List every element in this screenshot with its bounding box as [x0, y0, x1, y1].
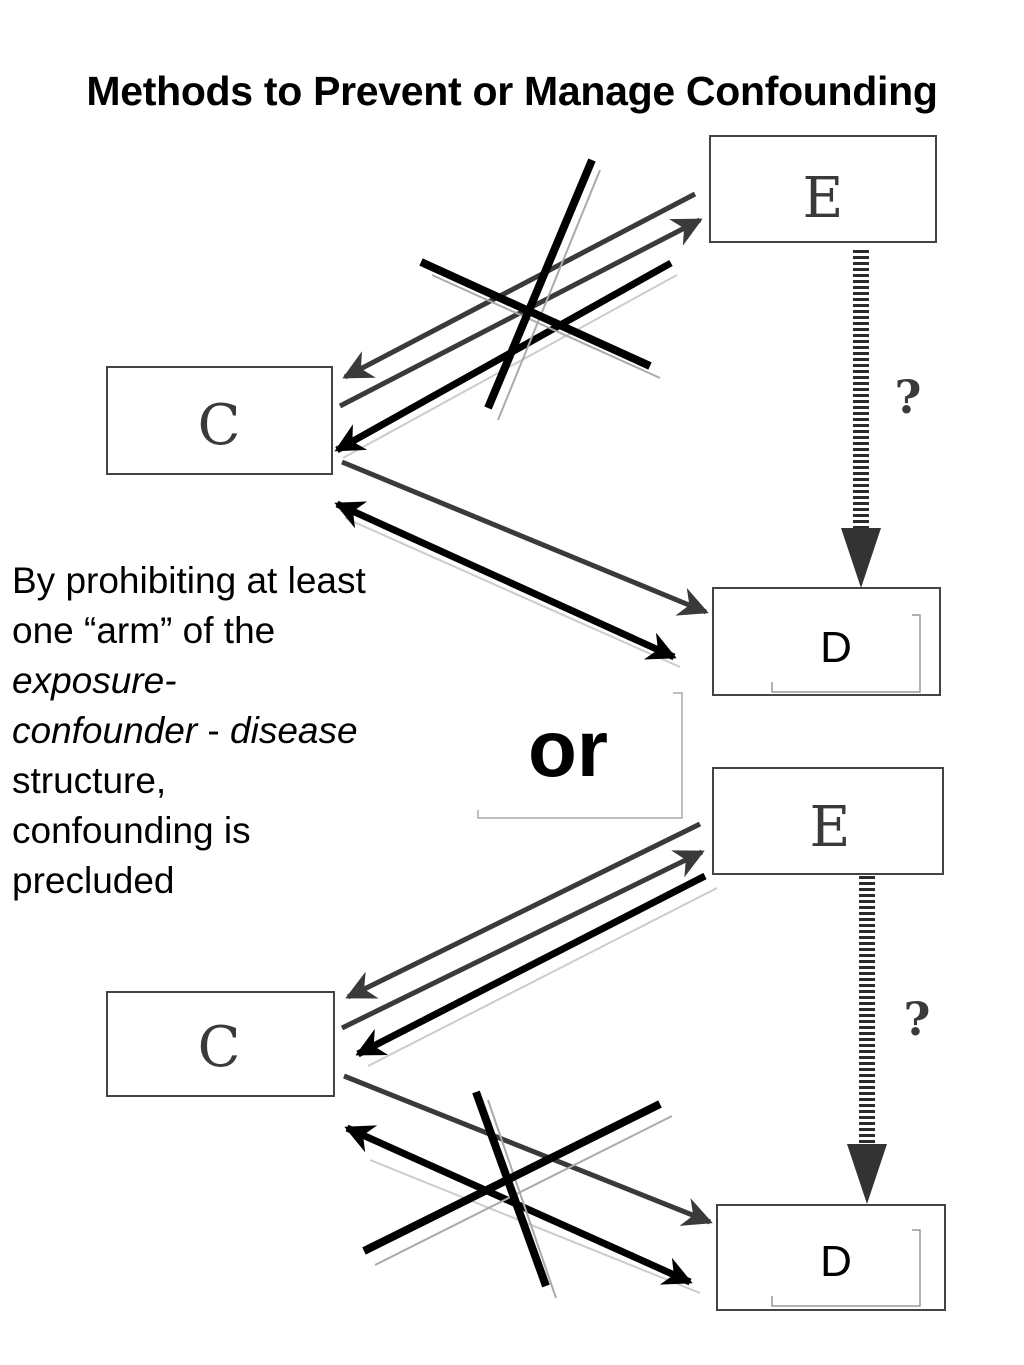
bottom-disease-label: D: [820, 1237, 852, 1286]
top-bold-arrow-e-to-c: [334, 259, 673, 454]
top-diagram: E C D ?: [106, 135, 941, 696]
bottom-causal-arrowhead: [847, 1144, 887, 1204]
top-disease-label: D: [820, 623, 852, 672]
top-exposure-label: E: [803, 166, 844, 231]
bottom-scan-arrow-e-to-c: [345, 821, 702, 1000]
caption-line-5: structure,: [12, 760, 167, 801]
bottom-question-mark: ?: [904, 992, 931, 1046]
top-exposure-box: [709, 135, 937, 243]
top-crossout-x: [419, 158, 661, 421]
top-bold-arrow-c-d: [334, 500, 677, 661]
top-disease-inner-frame: [771, 614, 921, 693]
bottom-confounder-label: C: [198, 1015, 241, 1080]
bottom-diagram: E C D ?: [106, 767, 946, 1311]
top-disease-box: [712, 587, 941, 696]
bottom-disease-inner-frame: [771, 1229, 921, 1307]
caption-line-4: confounder - disease: [12, 706, 432, 756]
bottom-confounder-box: [106, 991, 335, 1097]
bottom-crossout-x: [362, 1090, 673, 1299]
slide-title: Methods to Prevent or Manage Confounding: [86, 68, 938, 114]
top-confounder-box: [106, 366, 333, 475]
top-scan-arrow-c-to-e: [338, 217, 703, 409]
caption-line-6: confounding is: [12, 810, 251, 851]
bottom-exposure-box: [712, 767, 944, 875]
caption-line-1: By prohibiting at least: [12, 560, 366, 601]
top-question-mark: ?: [895, 370, 922, 424]
or-frame: [477, 692, 683, 819]
caption-term-confounder: confounder: [12, 710, 198, 751]
top-bold-arrow-shadow-ec: [342, 274, 678, 459]
or-label: or: [528, 704, 608, 793]
bottom-bold-arrow-e-to-c: [355, 872, 707, 1058]
caption-line-3: exposure-: [12, 660, 177, 701]
caption-line-7: precluded: [12, 860, 175, 901]
caption-term-disease: disease: [230, 710, 358, 751]
bottom-disease-box: [716, 1204, 946, 1311]
bottom-scan-arrow-c-to-e: [340, 849, 705, 1031]
top-causal-arrowhead: [841, 528, 881, 588]
explanation-text: By prohibiting at least one “arm” of the…: [12, 556, 432, 906]
bottom-exposure-label: E: [810, 795, 851, 860]
caption-line-2: one “arm” of the: [12, 610, 276, 651]
top-scan-arrow-e-to-c: [342, 191, 697, 380]
caption-separator: -: [197, 710, 231, 751]
bottom-bold-arrow-shadow-ec: [367, 887, 718, 1067]
top-confounder-label: C: [198, 393, 241, 458]
